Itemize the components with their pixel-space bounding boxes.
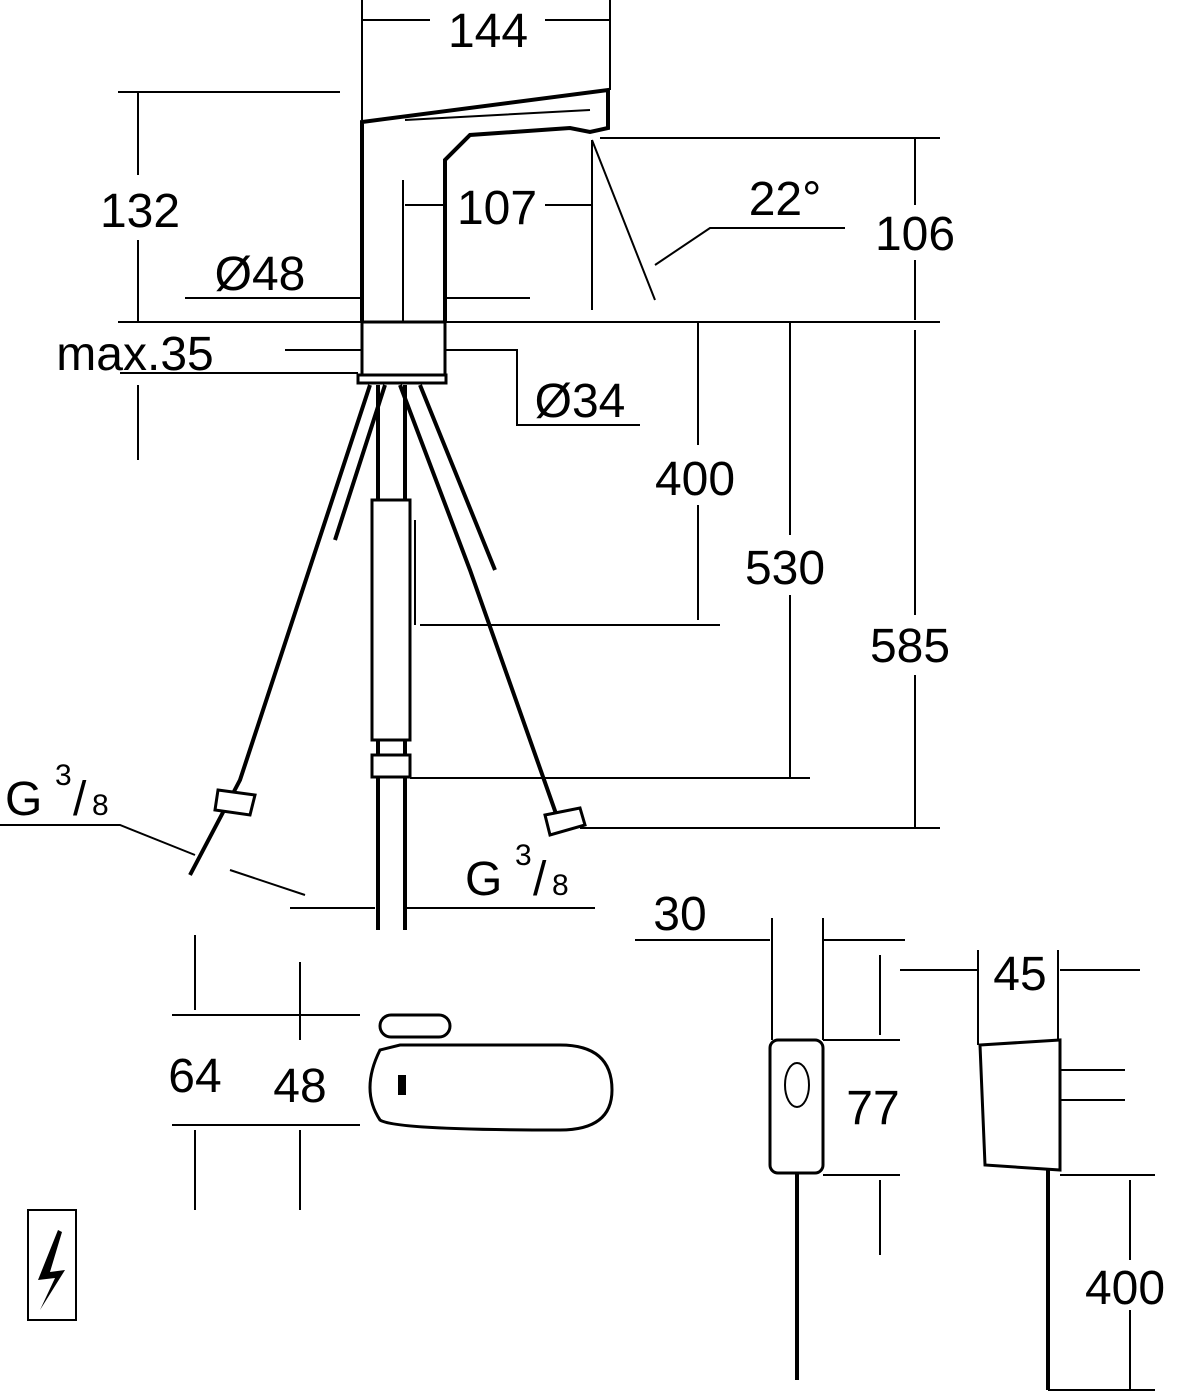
electrical-warning-icon [27, 1209, 77, 1321]
thread-label-left: G 3 / 8 [5, 759, 109, 826]
thread-numerator: 3 [515, 839, 532, 872]
fraction-slash: / [73, 773, 87, 826]
thread-letter: G [5, 773, 42, 826]
power-adapter-side [900, 950, 1155, 1391]
dim-106: 106 [875, 208, 955, 261]
thread-label-right: G 3 / 8 [465, 839, 569, 906]
dim-132: 132 [100, 185, 180, 238]
dim-max-35: max.35 [56, 328, 213, 381]
dim-400-cable: 400 [1085, 1262, 1165, 1315]
dim-22-degrees: 22° [749, 173, 822, 226]
dim-144: 144 [448, 5, 528, 58]
dim-diameter-34: Ø34 [535, 375, 626, 428]
dim-30: 30 [653, 888, 706, 941]
control-box [172, 935, 614, 1210]
thread-dimension-lines [0, 824, 595, 909]
dim-585: 585 [870, 620, 950, 673]
thread-denominator: 8 [92, 789, 109, 822]
dim-64: 64 [168, 1050, 221, 1103]
faucet-body [356, 87, 610, 385]
dim-107: 107 [457, 182, 537, 235]
dim-48: 48 [273, 1060, 326, 1113]
dim-530: 530 [745, 542, 825, 595]
dim-77: 77 [846, 1082, 899, 1135]
thread-letter: G [465, 853, 502, 906]
power-adapter-front [635, 918, 905, 1380]
dim-400-hose: 400 [655, 453, 735, 506]
hoses [188, 384, 587, 930]
dim-diameter-48: Ø48 [215, 248, 306, 301]
dimension-lines [118, 0, 940, 829]
dim-45: 45 [993, 948, 1046, 1001]
fraction-slash: / [533, 853, 547, 906]
thread-denominator: 8 [552, 869, 569, 902]
thread-numerator: 3 [55, 759, 72, 792]
